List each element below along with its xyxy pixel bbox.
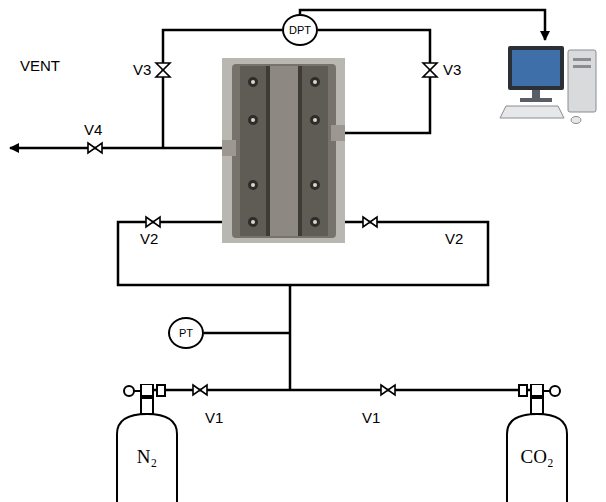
instrument-tag: PT bbox=[179, 327, 193, 339]
pipe-lines bbox=[10, 10, 545, 390]
core-holder-photo bbox=[222, 58, 345, 243]
gas-name: CO₂ bbox=[495, 446, 579, 468]
valve-label: V2 bbox=[140, 231, 158, 248]
cylinder-outline bbox=[495, 384, 579, 502]
cylinder-outline bbox=[105, 384, 189, 502]
valve-label: V2 bbox=[445, 231, 463, 248]
gas-cylinder: CO₂ bbox=[495, 384, 579, 502]
gas-cylinder: N₂ bbox=[105, 384, 189, 502]
pressure-transducer-circle: PT bbox=[168, 317, 204, 349]
valve-label: V3 bbox=[133, 62, 151, 79]
pressure-transducer-circle: DPT bbox=[282, 14, 318, 46]
vent-label: VENT bbox=[20, 58, 60, 75]
valve-label: V1 bbox=[362, 410, 380, 427]
computer-icon bbox=[500, 46, 596, 124]
instrument-tag: DPT bbox=[289, 24, 311, 36]
valve-label: V1 bbox=[205, 410, 223, 427]
valve-symbols bbox=[88, 63, 437, 395]
valve-label: V4 bbox=[84, 122, 102, 139]
gas-name: N₂ bbox=[105, 446, 189, 468]
valve-label: V3 bbox=[443, 62, 461, 79]
